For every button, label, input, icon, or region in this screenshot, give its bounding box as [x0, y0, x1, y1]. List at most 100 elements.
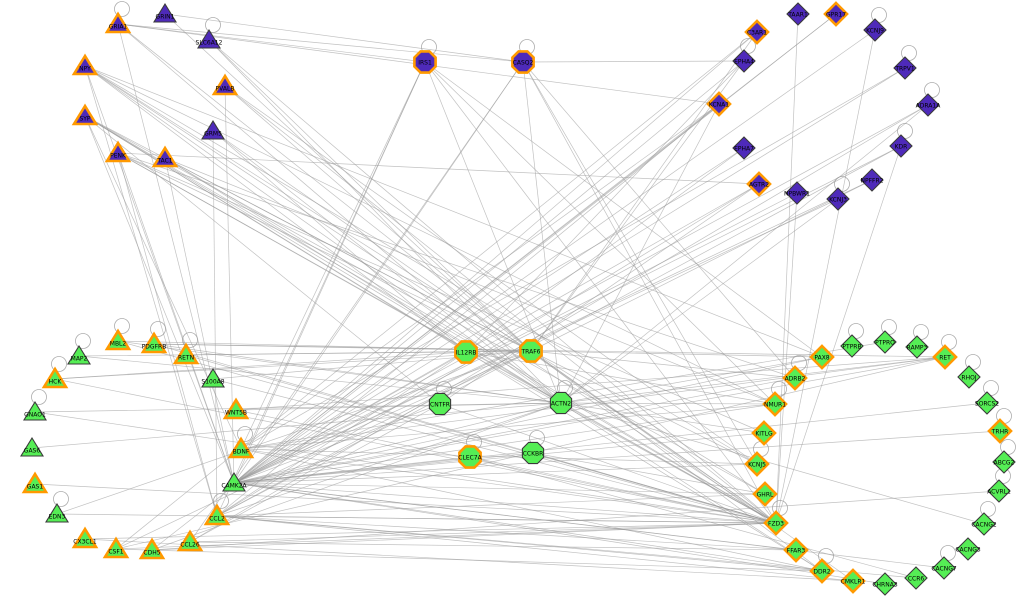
node-C3AR1[interactable]: C3AR1	[744, 19, 770, 45]
edge-IRS1-BDNF	[240, 61, 426, 450]
node-GNAO1[interactable]: GNAO1	[23, 400, 47, 421]
node-SLC6A12[interactable]: SLC6A12	[196, 28, 223, 49]
edge-TRAF6-DDR2	[530, 350, 823, 572]
node-PAX8[interactable]: PAX8	[809, 344, 835, 370]
edge-ACTN2-KITLG	[560, 402, 765, 434]
triangle-shape	[71, 53, 99, 76]
edge-CCL2-CMKLR1	[216, 515, 854, 582]
node-GRM5[interactable]: GRM5	[201, 119, 225, 140]
node-TAC1[interactable]: TAC1	[151, 145, 179, 168]
node-SORCS2[interactable]: SORCS2	[975, 391, 999, 415]
node-CACNG2[interactable]: CACNG2	[971, 512, 997, 536]
node-CACNG7[interactable]: CACNG7	[931, 556, 957, 580]
edge-EDN3-TRAF6	[56, 350, 532, 515]
edge-EPHA7-IL12RB	[465, 147, 745, 353]
node-GHRL[interactable]: GHRL	[752, 481, 778, 507]
diamond-shape	[744, 451, 770, 477]
triangle-shape	[23, 400, 47, 421]
node-TRAF6[interactable]: TRAF6	[519, 339, 543, 363]
node-GRIA1[interactable]: GRIA1	[104, 11, 132, 34]
edge-PVALB-TRAF6	[224, 85, 532, 352]
node-CSF1[interactable]: CSF1	[102, 536, 130, 559]
edge-IL12RB-CCL2	[216, 351, 467, 517]
edge-EPHA4-TRAF6	[530, 60, 745, 352]
node-TRHR[interactable]: TRHR	[987, 418, 1013, 444]
edge-TRAF6-ADRB2	[530, 350, 796, 379]
edge-GAS6-ACTN2	[31, 402, 562, 449]
node-NPFFR2[interactable]: NPFFR2	[860, 168, 884, 192]
diamond-shape	[873, 330, 897, 354]
node-EDN3[interactable]: EDN3	[45, 502, 69, 523]
edge-CAMK2A-GHRL	[233, 482, 766, 495]
node-KCNJ9[interactable]: KCNJ9	[863, 18, 887, 42]
node-AGTR2[interactable]: AGTR2	[746, 171, 772, 197]
node-ADRA1A[interactable]: ADRA1A	[916, 93, 942, 117]
node-CCL26[interactable]: CCL26	[176, 529, 204, 552]
node-GPR17[interactable]: GPR17	[823, 1, 849, 27]
triangle-shape	[201, 367, 225, 388]
node-PTPRO[interactable]: PTPRO	[873, 330, 897, 354]
node-GRIN1[interactable]: GRIN1	[153, 2, 177, 23]
edge-BDNF-FZD3	[240, 448, 777, 524]
node-RET[interactable]: RET	[932, 344, 958, 370]
node-ADRB2[interactable]: ADRB2	[782, 365, 808, 391]
edge-GPR17-CAMK2A	[233, 13, 837, 484]
node-KDR[interactable]: KDR	[889, 134, 913, 158]
edge-CASQ2-FZD3	[522, 61, 777, 524]
node-HCK[interactable]: HCK	[41, 366, 69, 389]
edge-CASQ2-EPHA4	[522, 60, 745, 63]
node-TAAR1[interactable]: TAAR1	[786, 2, 810, 26]
diamond-shape	[783, 537, 809, 563]
triangle-shape	[176, 529, 204, 552]
node-MBL2[interactable]: MBL2	[104, 328, 132, 351]
edge-NPY-FZD3	[84, 65, 777, 524]
node-CCR6[interactable]: CCR6	[904, 566, 928, 590]
node-NPBWR1[interactable]: NPBWR1	[784, 181, 810, 205]
octagon-shape	[428, 392, 452, 416]
node-SYP[interactable]: SYP	[71, 103, 99, 126]
edge-TAC1-ACTN2	[164, 157, 562, 404]
node-PDGFRB[interactable]: PDGFRB	[140, 331, 168, 354]
node-MAP2[interactable]: MAP2	[67, 344, 91, 365]
node-ACTN2[interactable]: ACTN2	[549, 391, 573, 415]
edge-SYP-FZD3	[84, 115, 777, 524]
node-KITLG[interactable]: KITLG	[751, 420, 777, 446]
edge-GRIA1-CAMK2A	[117, 23, 235, 484]
node-CCKBR[interactable]: CCKBR	[521, 441, 545, 465]
edge-GRIN1-TRAF6	[164, 13, 532, 352]
node-CACNG3[interactable]: CACNG3	[955, 537, 981, 561]
diamond-shape	[744, 19, 770, 45]
node-IL12RB[interactable]: IL12RB	[454, 340, 478, 364]
node-IRS1[interactable]: IRS1	[413, 50, 437, 74]
node-KCNJ3[interactable]: KCNJ3	[826, 187, 850, 211]
diamond-shape	[932, 556, 956, 580]
node-RHOJ[interactable]: RHOJ	[957, 365, 981, 389]
edge-IRS1-PAX8	[424, 61, 823, 358]
edge-GNAO1-FZD3	[34, 411, 777, 524]
edge-EPHA4-CAMK2A	[233, 60, 745, 484]
node-KCNJ5[interactable]: KCNJ5	[744, 451, 770, 477]
node-CNTFR[interactable]: CNTFR	[428, 392, 452, 416]
triangle-shape	[67, 344, 91, 365]
node-ABCG2[interactable]: ABCG2	[992, 450, 1016, 474]
node-FFAR3[interactable]: FFAR3	[783, 537, 809, 563]
edge-IRS1-FZD3	[424, 61, 777, 524]
edge-KCNA1-BDNF	[240, 103, 720, 450]
diamond-shape	[746, 171, 772, 197]
node-PVALB[interactable]: PVALB	[211, 73, 239, 96]
node-GAS1[interactable]: GAS1	[21, 471, 49, 494]
node-CLEC7A[interactable]: CLEC7A	[458, 445, 483, 469]
edge-KDR-CCL2	[216, 145, 902, 517]
node-CX3CL1[interactable]: CX3CL1	[71, 526, 99, 549]
edge-CAMK2A-DDR2	[233, 482, 823, 572]
edge-SYP-CAMK2A	[84, 115, 235, 484]
node-CASQ2[interactable]: CASQ2	[511, 50, 535, 74]
node-CCL2[interactable]: CCL2	[203, 503, 231, 526]
node-NPY[interactable]: NPY	[71, 53, 99, 76]
node-RAMP3[interactable]: RAMP3	[905, 335, 929, 359]
node-ACVRL1[interactable]: ACVRL1	[987, 479, 1011, 503]
node-PTPRB[interactable]: PTPRB	[840, 334, 864, 358]
node-TRPV1[interactable]: TRPV1	[893, 56, 917, 80]
